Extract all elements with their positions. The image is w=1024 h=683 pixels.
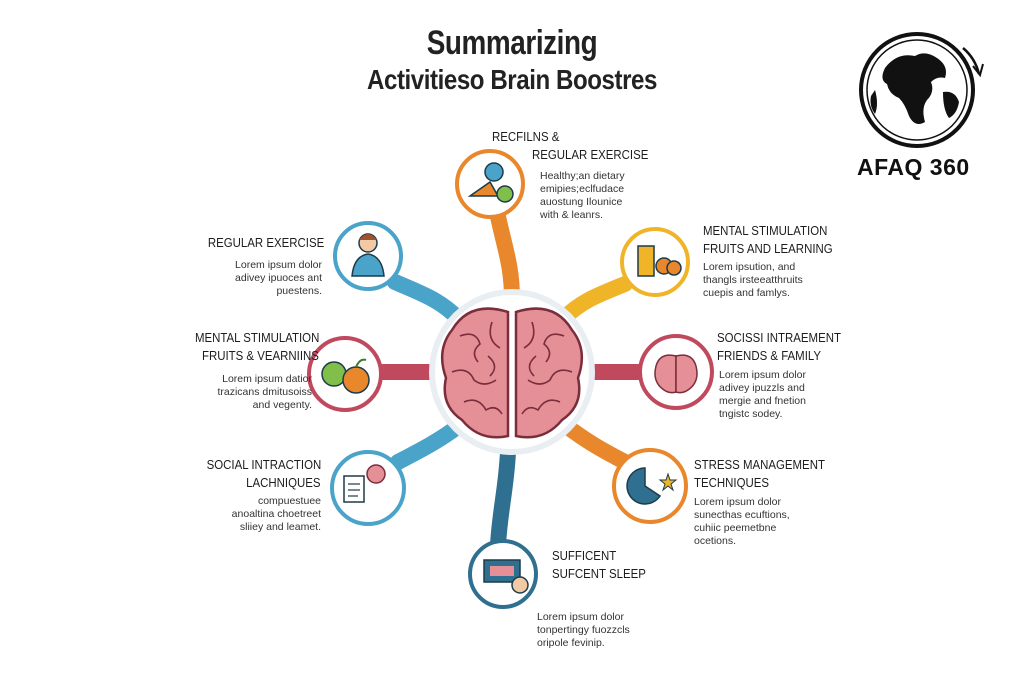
- node-lower-right-desc-3: cuhiic peemetbne: [694, 522, 777, 534]
- node-top-desc-4: with & leanrs.: [540, 209, 604, 221]
- node-mid-right-desc-4: tngistc sodey.: [719, 408, 783, 420]
- node-mid-right-desc-3: mergie and fnetion: [719, 395, 806, 407]
- center-brain: [429, 289, 595, 455]
- node-upper-left-desc-2: adivey ipuoces ant: [235, 272, 322, 284]
- node-lower-left-title-1: SOCIAL INTRACTION: [206, 457, 321, 472]
- small-brain-icon: [654, 354, 698, 394]
- person-icon: [351, 233, 385, 277]
- node-upper-right-title-1: MENTAL STIMULATION: [703, 223, 828, 238]
- node-top-desc-3: auostung Ilounice: [540, 196, 623, 208]
- node-mid-left-desc-2: trazicans dmitusoiss: [217, 386, 312, 398]
- node-bottom-desc-2: tonpertingy fuozzcls: [537, 624, 630, 636]
- page-title: Summarizing: [426, 24, 598, 62]
- node-mid-right-title-2: FRIENDS & FAMILY: [717, 348, 822, 363]
- apple-icon: [321, 358, 370, 394]
- node-lower-left: [330, 450, 406, 526]
- node-bottom-desc-1: Lorem ipsum dolor: [537, 611, 624, 623]
- connector-top: [489, 204, 520, 308]
- node-upper-right: [620, 227, 690, 297]
- node-upper-left-desc-1: Lorem ipsum dolor: [235, 259, 322, 271]
- node-mid-left: [307, 336, 383, 412]
- pie-star-icon: [626, 467, 678, 505]
- bed-icon: [483, 559, 529, 594]
- node-lower-right-title-1: STRESS MANAGEMENT: [694, 457, 825, 472]
- node-mid-right: [638, 334, 714, 410]
- node-upper-right-desc-2: thangls irsteeatthruits: [703, 274, 803, 286]
- node-top-desc-1: Healthy;an dietary: [540, 170, 625, 182]
- node-lower-left-desc-3: sliiey and leamet.: [239, 521, 321, 533]
- node-lower-left-title-2: LACHNIQUES: [246, 475, 321, 490]
- node-mid-left-title-2: FRUITS & VEARNIINS: [202, 348, 319, 363]
- logo-text: AFAQ 360: [857, 154, 970, 180]
- node-upper-left-desc-3: puestens.: [276, 285, 322, 297]
- node-lower-right-desc-4: ocetions.: [694, 535, 737, 547]
- node-lower-left-desc-2: anoaltina choetreet: [231, 508, 321, 520]
- node-top-title-2: REGULAR EXERCISE: [532, 147, 649, 162]
- node-mid-left-title-1: MENTAL STIMULATION: [194, 330, 319, 345]
- node-mid-right-desc-2: adivey ipuzzls and: [719, 382, 805, 394]
- node-bottom-desc-3: oripole fevinip.: [537, 637, 605, 649]
- node-lower-right-desc-1: Lorem ipsum dolor: [694, 496, 781, 508]
- connector-lower-left: [390, 417, 468, 470]
- node-top: [455, 149, 525, 219]
- node-mid-left-desc-3: and vegenty.: [252, 399, 312, 411]
- node-bottom-title-2: SUFCENT SLEEP: [552, 566, 646, 581]
- connector-bottom: [490, 444, 516, 553]
- node-lower-left-desc-1: compuestuee: [257, 495, 321, 507]
- document-icon: [343, 464, 386, 503]
- node-top-title-1: RECFILNS &: [492, 129, 560, 144]
- globe-logo: [859, 32, 984, 148]
- node-lower-right: [612, 448, 688, 524]
- plate-icon: [467, 162, 514, 203]
- page-subtitle: Activitieso Brain Boostres: [367, 64, 657, 95]
- connector-lower-right: [557, 417, 633, 470]
- fruit-jar-icon: [637, 245, 682, 277]
- node-lower-right-title-2: TECHNIQUES: [694, 475, 770, 490]
- node-lower-right-desc-2: sunecthas ecuftions,: [694, 509, 790, 521]
- node-upper-right-desc-3: cuepis and famlys.: [703, 287, 790, 299]
- connector-upper-left: [387, 274, 468, 328]
- node-upper-right-title-2: FRUITS AND LEARNING: [703, 241, 833, 256]
- node-upper-left-title: REGULAR EXERCISE: [207, 235, 324, 250]
- node-mid-right-desc-1: Lorem ipsum dolor: [719, 369, 806, 381]
- node-top-desc-2: emipies;eclfudace: [540, 183, 625, 195]
- node-mid-left-desc-1: Lorem ipsum datior: [222, 373, 312, 385]
- node-mid-right-title-1: SOCISSI INTRAEMENT: [717, 330, 841, 345]
- node-upper-right-desc-1: Lorem ipsution, and: [703, 261, 796, 273]
- node-bottom: [468, 539, 538, 609]
- node-bottom-title-1: SUFFICENT: [552, 548, 617, 563]
- node-upper-left: [333, 221, 403, 291]
